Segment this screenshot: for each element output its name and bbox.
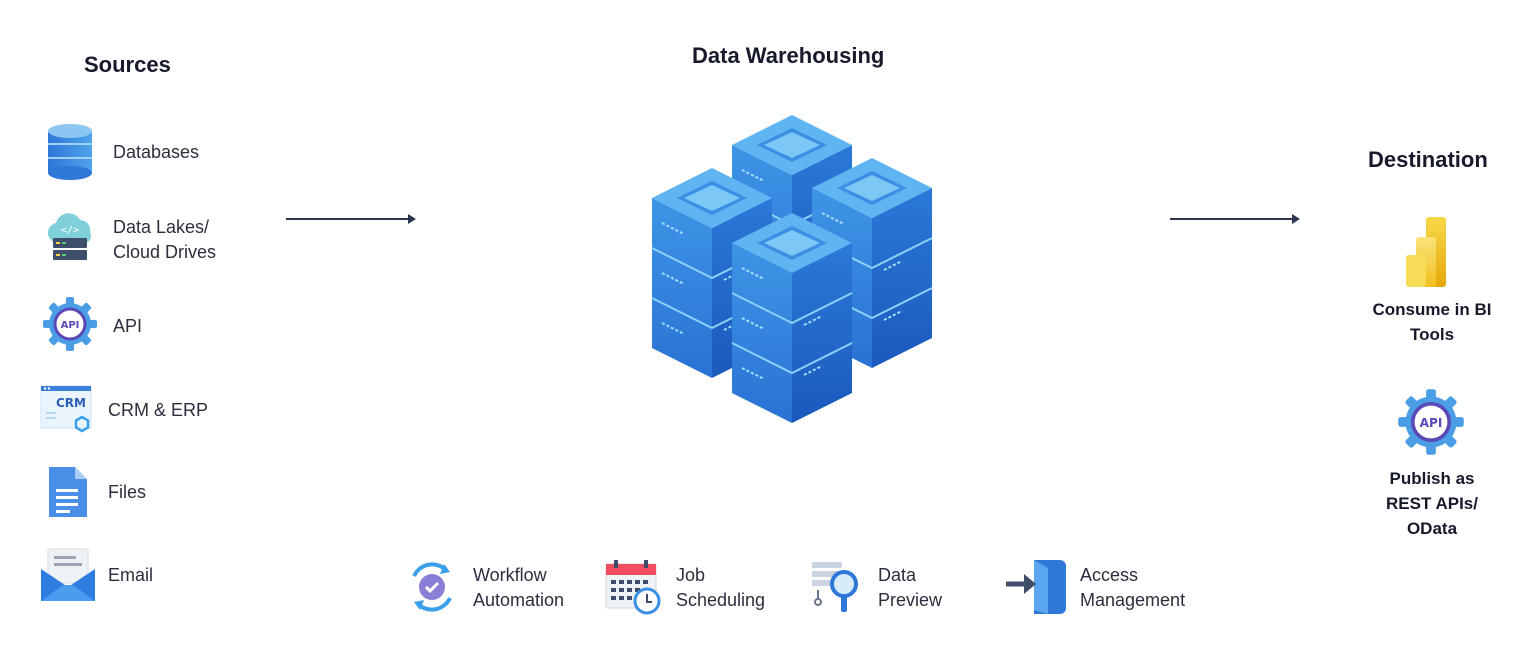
destination-label-bi-line1: Consume in BI	[1372, 300, 1492, 319]
feature-label-access-line1: Access	[1080, 565, 1139, 585]
destination-title: Destination	[1368, 147, 1488, 172]
feature-label-preview-line1: Data	[878, 565, 917, 585]
feature-label-access-line2: Management	[1080, 590, 1186, 610]
destination-label-api-line2: REST APIs/	[1386, 494, 1478, 513]
api-gear-icon: API	[1397, 388, 1465, 456]
feature-label-workflow: Workflow Automation	[473, 563, 564, 613]
workflow-cycle-icon	[404, 558, 460, 616]
destination-label-rest-api: Publish as REST APIs/ OData	[1362, 466, 1502, 541]
flow-arrow-right-icon	[1170, 212, 1302, 226]
source-label-crm-erp: CRM & ERP	[108, 400, 209, 420]
source-label-files: Files	[108, 482, 147, 502]
feature-label-scheduling-line2: Scheduling	[676, 590, 766, 610]
destination-label-api-line3: OData	[1406, 519, 1458, 538]
calendar-clock-icon	[604, 558, 662, 616]
source-label-email: Email	[108, 565, 154, 585]
destination-label-api-line1: Publish as	[1389, 469, 1475, 488]
source-label-data-lakes: Data Lakes/ Cloud Drives	[113, 215, 216, 265]
source-label-databases: Databases	[113, 142, 200, 162]
feature-label-preview: Data Preview	[878, 563, 942, 613]
api-gear-icon: API	[42, 296, 98, 352]
magnifier-preview-icon	[808, 558, 864, 616]
destination-label-bi-line2: Tools	[1409, 325, 1455, 344]
svg-text:</>: </>	[61, 225, 79, 236]
svg-text:API: API	[1420, 416, 1443, 430]
destination-label-bi-tools: Consume in BI Tools	[1362, 297, 1502, 347]
server-stack-icon	[640, 110, 950, 430]
feature-label-scheduling-line1: Job	[676, 565, 706, 585]
feature-label-workflow-line1: Workflow	[473, 565, 547, 585]
svg-text:CRM: CRM	[56, 396, 86, 410]
source-label-data-lakes-line2: Cloud Drives	[113, 242, 217, 262]
crm-window-icon: CRM	[40, 385, 94, 435]
warehouse-title: Data Warehousing	[692, 43, 885, 68]
feature-label-workflow-line2: Automation	[473, 590, 565, 610]
power-bi-icon	[1404, 215, 1460, 289]
feature-label-scheduling: Job Scheduling	[676, 563, 765, 613]
sources-title: Sources	[84, 52, 171, 77]
source-label-data-lakes-line1: Data Lakes/	[113, 217, 210, 237]
access-login-icon	[1004, 556, 1070, 618]
svg-text:API: API	[61, 320, 80, 331]
envelope-icon	[40, 547, 96, 603]
cloud-server-icon: </>	[40, 208, 100, 268]
feature-label-preview-line2: Preview	[878, 590, 943, 610]
flow-arrow-right-icon	[286, 212, 418, 226]
feature-label-access: Access Management	[1080, 563, 1185, 613]
document-icon	[47, 465, 89, 519]
source-label-api: API	[113, 316, 143, 336]
database-icon	[46, 123, 94, 181]
